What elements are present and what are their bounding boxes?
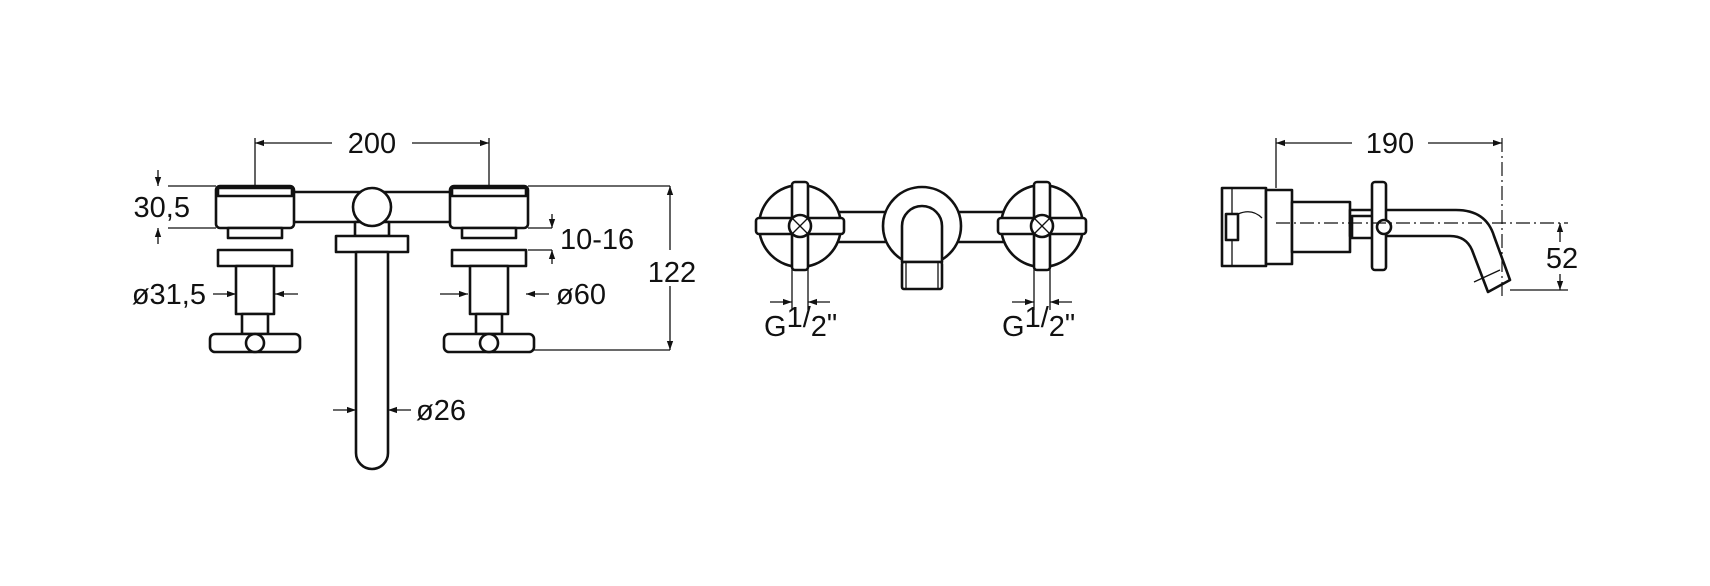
thread-right-label: G1/2" <box>1002 302 1075 343</box>
front-view: 200 30,5 10-16 122 ø31,5 ø60 ø26 <box>132 128 704 471</box>
dim-width-label: 200 <box>348 128 396 160</box>
dim-spout-diameter-label: ø26 <box>416 395 466 427</box>
front-spout <box>334 186 410 471</box>
thread-left-label: G1/2" <box>764 302 837 343</box>
back-left-handle <box>754 180 846 272</box>
dim-projection-label: 190 <box>1366 128 1414 160</box>
dim-wall-thickness-label: 10-16 <box>560 224 634 256</box>
dim-total-height-label: 122 <box>648 257 696 289</box>
dim-flange-height-label: 30,5 <box>134 192 190 224</box>
back-view: G1/2" G1/2" <box>754 180 1088 343</box>
dim-spout-drop-label: 52 <box>1546 243 1578 275</box>
back-spout <box>881 185 963 291</box>
back-right-handle <box>996 180 1088 272</box>
dim-flange-diameter-label: ø60 <box>556 279 606 311</box>
left-valve <box>208 184 302 354</box>
wall-box <box>1220 186 1268 268</box>
dim-handle-diameter-label: ø31,5 <box>132 279 206 311</box>
right-valve <box>442 184 536 354</box>
side-view: 190 52 <box>1220 128 1584 296</box>
